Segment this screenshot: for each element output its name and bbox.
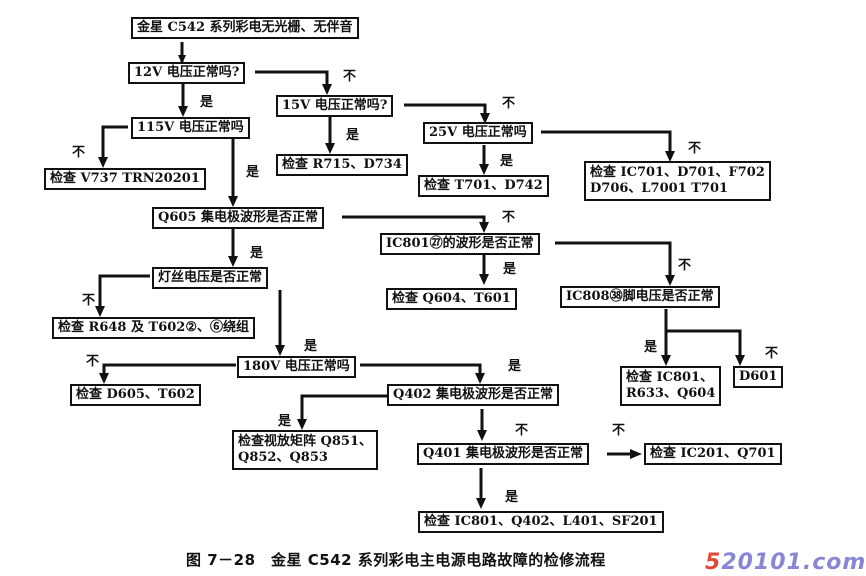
label-yes-ic801: 是 [503,262,517,277]
node-check-t701: 检查 T701、D742 [418,175,549,197]
node-check-ic801-line2: R633、Q604 [626,386,716,401]
edge-180v-d605 [102,363,236,379]
node-check-r715: 检查 R715、D734 [276,154,408,176]
node-start: 金星 C542 系列彩电无光栅、无伴音 [131,17,359,39]
node-check-matrix-line1: 检查视放矩阵 Q851、 [238,434,372,449]
node-check-final: 检查 IC801、Q402、L401、SF201 [418,511,664,533]
edge-ic801-ic808 [555,241,672,282]
node-ic808-check: IC808㊳脚电压是否正常 [560,286,720,308]
node-ic801-check: IC801㉗的波形是否正常 [380,233,540,255]
label-yes-12v: 是 [200,95,214,110]
node-check-ic701-line2: D706、L7001 T701 [590,181,729,196]
label-no-12v: 不 [343,69,357,84]
node-check-r648: 检查 R648 及 T602②、⑥绕组 [52,317,255,339]
node-filament-check: 灯丝电压是否正常 [152,267,269,289]
watermark-rest: 20101.com [721,550,866,575]
label-no-filament: 不 [82,293,96,308]
node-check-d605: 检查 D605、T602 [70,384,201,406]
label-yes-q401: 是 [505,490,519,505]
edge-115v-v737 [101,125,128,164]
edge-15v-25v [404,103,487,120]
label-yes-115v: 是 [246,165,260,180]
label-no-115v: 不 [72,145,86,160]
node-q402-check: Q402 集电极波形是否正常 [387,384,559,406]
label-no-q605: 不 [502,210,516,225]
node-check-ic201: 检查 IC201、Q701 [644,443,782,465]
label-yes-ic808: 是 [644,340,658,355]
node-12v-check: 12V 电压正常吗? [128,62,246,84]
edge-q605-ic801 [342,215,486,228]
label-no-q402: 不 [515,423,529,438]
edge-12v-15v [255,70,329,92]
label-yes-q402: 是 [278,414,292,429]
label-yes-filament: 是 [304,339,318,354]
label-no-q401: 不 [612,423,626,438]
node-check-q604: 检查 Q604、T601 [386,288,517,310]
watermark: 520101.com [705,550,866,575]
label-no-15v: 不 [502,96,516,111]
node-check-ic701-line1: 检查 IC701、D701、F702 [590,165,765,180]
edge-25v-ic701 [541,130,672,158]
node-check-matrix-line2: Q852、Q853 [238,450,328,465]
node-check-ic801: 检查 IC801、 R633、Q604 [620,366,722,406]
node-q401-check: Q401 集电极波形是否正常 [417,443,589,465]
label-yes-15v: 是 [346,128,360,143]
watermark-first: 5 [705,550,722,575]
node-15v-check: 15V 电压正常吗? [276,95,394,117]
node-180v-check: 180V 电压正常吗 [237,356,356,378]
figure-caption: 图 7－28 金星 C542 系列彩电主电源电路故障的检修流程 [186,551,606,569]
edge-ic808-d601 [666,329,742,362]
edge-filament-r648 [98,274,150,313]
node-check-ic801-line1: 检查 IC801、 [626,370,714,385]
node-check-v737: 检查 V737 TRN20201 [44,168,206,190]
label-no-180v: 不 [86,354,100,369]
label-no-ic801: 不 [678,258,692,273]
label-yes-25v: 是 [500,154,514,169]
node-check-matrix: 检查视放矩阵 Q851、 Q852、Q853 [232,430,378,470]
node-25v-check: 25V 电压正常吗 [423,122,533,144]
node-check-ic701: 检查 IC701、D701、F702 D706、L7001 T701 [584,161,771,201]
node-d601: D601 [733,366,784,388]
edge-180v-q402 [360,363,482,380]
node-115v-check: 115V 电压正常吗 [131,117,250,139]
label-yes-q605: 是 [250,246,264,261]
node-q605-check: Q605 集电极波形是否正常 [152,207,324,229]
edge-q402-matrix [300,394,387,426]
label-no-25v: 不 [688,141,702,156]
label-no-ic808: 不 [765,346,779,361]
label-yes-180v: 是 [508,359,522,374]
